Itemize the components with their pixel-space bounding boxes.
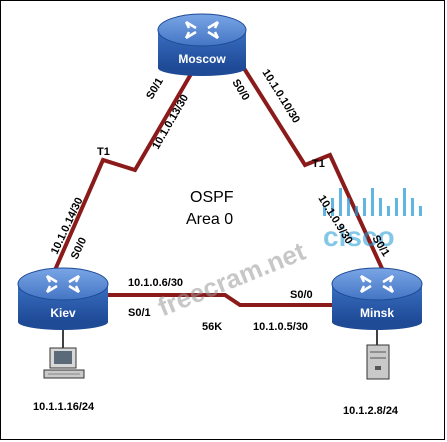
- svg-text:cisco: cisco: [323, 221, 395, 252]
- cisco-logo: cisco: [323, 188, 422, 252]
- label-minsk-ip-5: 10.1.0.5/30: [253, 321, 308, 333]
- router-label-minsk: Minsk: [360, 306, 394, 320]
- pc-icon[interactable]: [43, 347, 85, 379]
- pc-ip-label: 10.1.1.16/24: [33, 401, 95, 413]
- label-kiev-s00: S0/0: [69, 236, 89, 262]
- label-minsk-s00: S0/0: [290, 289, 313, 301]
- label-moscow-ip-10: 10.1.0.10/30: [259, 67, 302, 125]
- router-top: [157, 13, 247, 47]
- router-arrows-icon: [359, 274, 395, 294]
- router-moscow[interactable]: Moscow: [157, 13, 247, 76]
- router-top: [17, 267, 109, 301]
- ospf-area-label: Area 0: [186, 211, 233, 228]
- router-minsk[interactable]: Minsk: [331, 267, 423, 330]
- label-link-type-t1-right: T1: [312, 158, 325, 170]
- label-link-type-56k: 56K: [202, 321, 222, 333]
- router-arrows-icon: [45, 274, 81, 294]
- label-kiev-ip-6: 10.1.0.6/30: [128, 277, 183, 289]
- label-kiev-s01: S0/1: [128, 307, 151, 319]
- router-label-moscow: Moscow: [178, 52, 226, 66]
- ospf-label: OSPF: [190, 189, 234, 206]
- server-ip-label: 10.1.2.8/24: [343, 405, 399, 417]
- label-link-type-t1-left: T1: [97, 146, 110, 158]
- link-kiev-minsk: [100, 293, 340, 307]
- router-kiev[interactable]: Kiev: [17, 267, 109, 330]
- label-moscow-s00: S0/0: [229, 77, 251, 103]
- label-moscow-ip-13: 10.1.0.13/30: [150, 93, 191, 152]
- link-moscow-kiev: [53, 60, 200, 271]
- router-arrows-icon: [184, 20, 220, 40]
- router-top: [331, 267, 423, 301]
- server-icon[interactable]: [366, 344, 390, 380]
- label-moscow-s01: S0/1: [144, 76, 166, 102]
- router-label-kiev: Kiev: [50, 306, 76, 320]
